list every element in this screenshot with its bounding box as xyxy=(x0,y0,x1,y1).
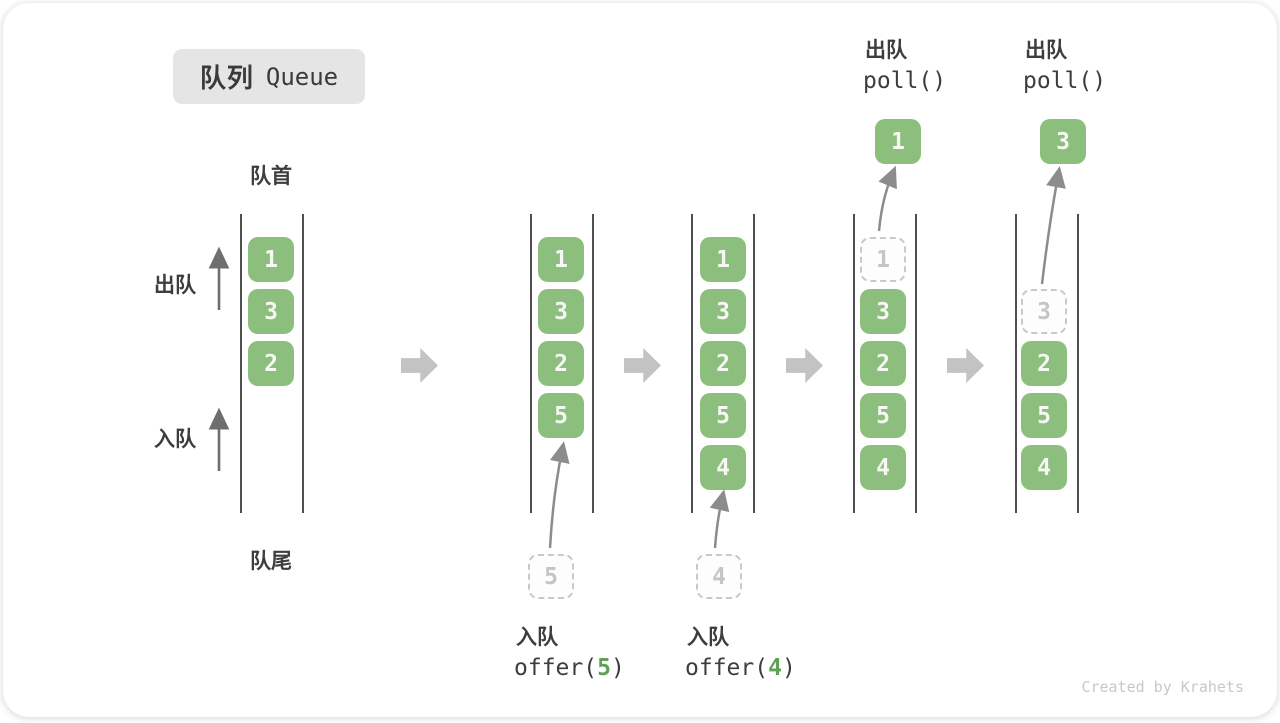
poll1-arrow-icon xyxy=(877,165,897,232)
op-enqueue5-code: offer(5) xyxy=(514,655,625,681)
step-arrow-icon xyxy=(786,348,823,383)
label-dequeue: 出队 xyxy=(154,274,196,297)
queue-element: 5 xyxy=(538,393,584,438)
op-poll2-code: poll() xyxy=(1023,68,1107,94)
label-enqueue: 入队 xyxy=(154,428,196,451)
op-poll1-label: 出队 xyxy=(865,39,907,62)
enqueue4-arrow-icon xyxy=(709,489,730,549)
queue-wall xyxy=(1077,214,1079,513)
queue-element: 1 xyxy=(248,237,294,282)
queue-element: 1 xyxy=(538,237,584,282)
op-poll1-code: poll() xyxy=(863,68,947,94)
code-fn: offer( xyxy=(514,655,598,681)
queue-element: 1 xyxy=(700,237,746,282)
queue-wall xyxy=(592,214,594,513)
queue-element: 2 xyxy=(1021,341,1067,386)
op-poll2-label: 出队 xyxy=(1025,39,1067,62)
queue-wall xyxy=(1015,214,1017,513)
step-arrow-icon xyxy=(401,348,438,383)
step-arrow-icon xyxy=(947,348,984,383)
polled-element: 1 xyxy=(875,119,921,164)
queue-element: 5 xyxy=(700,393,746,438)
queue-element: 5 xyxy=(860,393,906,438)
queue-element: 4 xyxy=(1021,445,1067,490)
op-enqueue5-label: 入队 xyxy=(516,626,558,649)
removed-slot: 3 xyxy=(1021,289,1067,334)
polled-element: 3 xyxy=(1040,119,1086,164)
title-zh: 队列 xyxy=(199,63,254,93)
queue-element: 4 xyxy=(700,445,746,490)
code-fn: offer( xyxy=(685,655,769,681)
queue-wall xyxy=(691,214,693,513)
queue-element: 3 xyxy=(538,289,584,334)
code-close: ) xyxy=(610,655,625,681)
queue-element: 5 xyxy=(1021,393,1067,438)
queue-element: 3 xyxy=(700,289,746,334)
queue-element: 4 xyxy=(860,445,906,490)
title-badge: 队列 Queue xyxy=(173,49,365,104)
queue-element: 2 xyxy=(248,341,294,386)
diagram-canvas: 队列 Queue 队首 队尾 出队 入队 1 3 2 1 3 2 5 5 入队 … xyxy=(3,3,1277,717)
queue-wall xyxy=(753,214,755,513)
label-queue-rear: 队尾 xyxy=(250,550,292,573)
enqueue5-arrow-icon xyxy=(548,441,570,549)
step-arrow-icon xyxy=(624,348,661,383)
op-enqueue4-code: offer(4) xyxy=(685,655,796,681)
label-queue-front: 队首 xyxy=(250,165,292,188)
queue-wall xyxy=(915,214,917,513)
queue-wall xyxy=(853,214,855,513)
queue-element: 2 xyxy=(538,341,584,386)
pending-element: 5 xyxy=(528,554,574,599)
queue-wall xyxy=(240,214,242,513)
code-close: ) xyxy=(781,655,796,681)
title-en: Queue xyxy=(265,62,339,91)
code-arg: 4 xyxy=(768,655,782,681)
queue-element: 2 xyxy=(700,341,746,386)
queue-element: 3 xyxy=(860,289,906,334)
queue-wall xyxy=(530,214,532,513)
queue-wall xyxy=(302,214,304,513)
pending-element: 4 xyxy=(696,554,742,599)
queue-element: 3 xyxy=(248,289,294,334)
code-arg: 5 xyxy=(597,655,611,681)
op-enqueue4-label: 入队 xyxy=(687,626,729,649)
watermark: Created by Krahets xyxy=(1081,678,1244,696)
removed-slot: 1 xyxy=(860,237,906,282)
queue-element: 2 xyxy=(860,341,906,386)
poll2-arrow-icon xyxy=(1040,166,1066,285)
